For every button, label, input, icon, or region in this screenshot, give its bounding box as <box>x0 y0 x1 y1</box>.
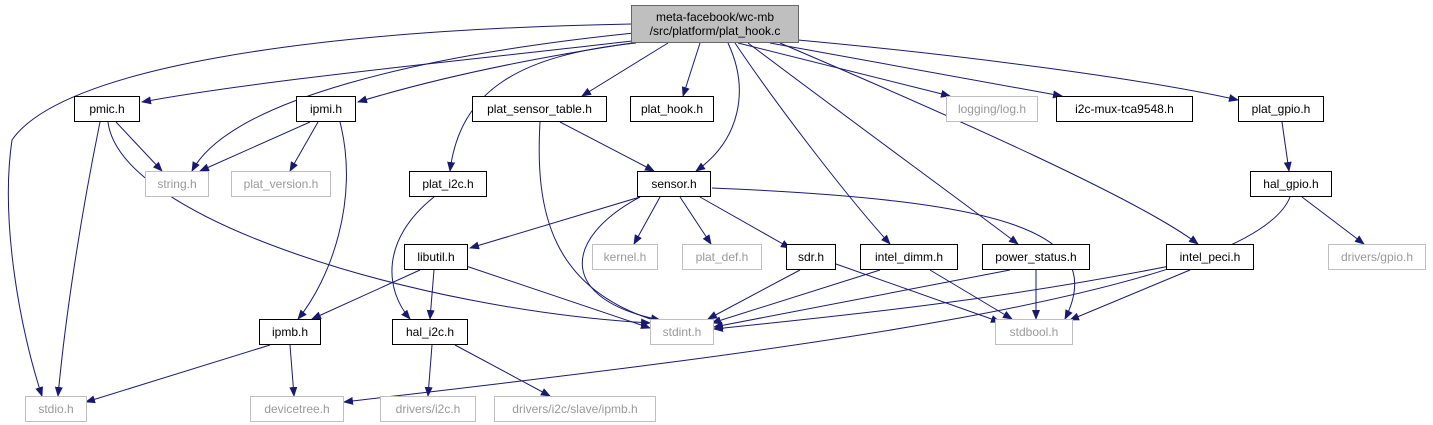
node-intel-dimm-h[interactable]: intel_dimm.h <box>860 244 958 270</box>
edge-libutil-ipmb <box>311 269 421 320</box>
edge-root-sensor <box>695 42 740 172</box>
node-plat-i2c-h[interactable]: plat_i2c.h <box>409 171 487 197</box>
edge-hal-i2c-drivers-i2c-slave-ipmb <box>454 344 551 397</box>
edge-root-plat-i2c <box>447 42 637 172</box>
node-plat-def-h: plat_def.h <box>682 244 762 270</box>
node-plat-version-h: plat_version.h <box>231 171 331 197</box>
node-plat-hook-h[interactable]: plat_hook.h <box>630 96 714 122</box>
node-intel-peci-h[interactable]: intel_peci.h <box>1166 244 1254 270</box>
root-path-line-1: meta-facebook/wc-mb <box>655 10 775 24</box>
edge-sdr-stdint <box>707 269 801 320</box>
node-sensor-h[interactable]: sensor.h <box>637 171 711 197</box>
node-drivers-gpio-h: drivers/gpio.h <box>1328 244 1426 270</box>
node-plat-sensor-table-h[interactable]: plat_sensor_table.h <box>472 96 607 122</box>
node-stdbool-h: stdbool.h <box>995 319 1073 345</box>
node-ipmi-h[interactable]: ipmi.h <box>296 96 356 122</box>
node-pmic-h[interactable]: pmic.h <box>74 96 140 122</box>
edge-root-string <box>191 32 635 172</box>
edge-plat-sensor-table-sensor <box>559 121 655 172</box>
edge-pmic-stdint <box>107 121 651 327</box>
edge-ipmi-plat-version <box>289 121 319 172</box>
edge-intel-dimm-stdbool <box>929 269 1013 320</box>
edge-hal-gpio-drivers-gpio <box>1301 196 1365 245</box>
edge-pmic-string <box>115 121 163 172</box>
edge-sensor-sdr <box>699 196 791 249</box>
edge-root-plat-hook <box>681 42 701 97</box>
edge-sensor-plat-def <box>679 196 712 245</box>
edge-root-logging <box>737 42 951 98</box>
edge-ipmi-string <box>199 121 311 172</box>
edge-intel-peci-stdint <box>713 263 1181 333</box>
node-ipmb-h[interactable]: ipmb.h <box>259 319 321 345</box>
node-string-h: string.h <box>145 171 209 197</box>
edge-ipmb-stdio <box>85 344 271 404</box>
edge-root-intel-dimm <box>734 42 891 245</box>
edge-ipmi-ipmb <box>297 121 347 320</box>
edge-root-power-status <box>747 42 1019 245</box>
edge-plat-i2c-hal-i2c <box>391 196 435 320</box>
node-kernel-h: kernel.h <box>592 244 658 270</box>
edge-root-plat-gpio <box>797 39 1239 102</box>
node-libutil-h[interactable]: libutil.h <box>404 244 468 270</box>
node-drivers-i2c-h: drivers/i2c.h <box>380 396 476 422</box>
edge-pmic-stdio <box>54 121 101 397</box>
node-logging-log-h: logging/log.h <box>946 96 1038 122</box>
edge-plat-gpio-hal-gpio <box>1281 121 1292 172</box>
edge-ipmb-devicetree <box>289 344 298 397</box>
edge-libutil-stdint <box>465 265 651 329</box>
node-plat-hook-c: meta-facebook/wc-mb /src/platform/plat_h… <box>631 5 799 43</box>
node-power-status-h[interactable]: power_status.h <box>982 244 1090 270</box>
node-sdr-h[interactable]: sdr.h <box>786 244 836 270</box>
edge-root-stdio <box>7 23 633 397</box>
edge-intel-dimm-stdint <box>711 269 881 325</box>
edge-root-intel-peci <box>779 42 1199 245</box>
edge-root-plat-sensor-table <box>581 42 669 97</box>
edge-sensor-stdbool <box>711 187 1076 320</box>
edge-hal-i2c-drivers-i2c <box>424 344 433 397</box>
node-i2c-mux-tca9548-h[interactable]: i2c-mux-tca9548.h <box>1056 96 1193 122</box>
edge-sensor-libutil <box>469 196 641 250</box>
node-drivers-i2c-slave-ipmb-h: drivers/i2c/slave/ipmb.h <box>494 396 656 422</box>
edge-sdr-stdbool <box>835 263 1001 323</box>
edge-libutil-hal-i2c <box>426 269 435 320</box>
edge-root-ipmi <box>357 42 633 104</box>
edge-sensor-kernel <box>633 196 661 245</box>
edge-hal-gpio-devicetree <box>343 196 1291 405</box>
node-stdint-h: stdint.h <box>650 319 714 345</box>
edge-plat-sensor-table-stdint <box>538 121 661 324</box>
node-hal-gpio-h[interactable]: hal_gpio.h <box>1250 171 1332 197</box>
edge-intel-peci-stdbool <box>1069 269 1191 321</box>
edge-root-i2c-mux <box>769 42 1063 99</box>
edge-sensor-stdint <box>582 196 661 323</box>
node-plat-gpio-h[interactable]: plat_gpio.h <box>1238 96 1324 122</box>
edge-power-status-stdint <box>713 269 1011 330</box>
node-devicetree-h: devicetree.h <box>250 396 344 422</box>
node-hal-i2c-h[interactable]: hal_i2c.h <box>392 319 468 345</box>
edge-root-pmic <box>141 40 633 105</box>
node-stdio-h: stdio.h <box>25 396 87 422</box>
root-path-line-2: /src/platform/plat_hook.c <box>649 24 781 38</box>
